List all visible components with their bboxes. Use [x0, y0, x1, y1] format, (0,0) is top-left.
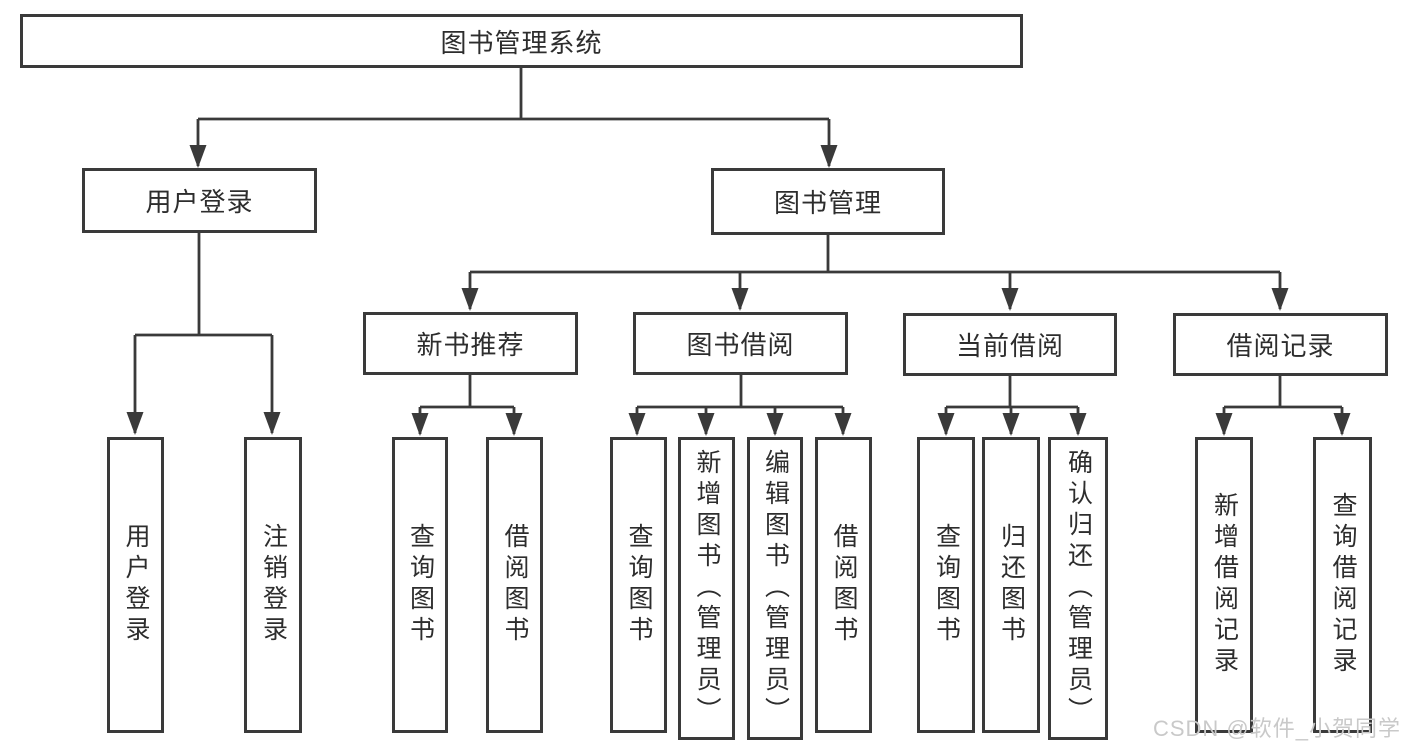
node-label: 图书管理系统 [440, 27, 603, 58]
node-label: 新书推荐 [416, 330, 525, 360]
node-current-confirm-return-admin: 确认归还（管理员） [1048, 437, 1108, 740]
node-recommend-query-books: 查询图书 [392, 437, 448, 733]
node-label: 查询图书 [932, 523, 961, 647]
node-borrowing-records: 借阅记录 [1173, 313, 1388, 376]
node-records-query-record: 查询借阅记录 [1313, 437, 1372, 733]
node-label: 借阅图书 [830, 523, 858, 647]
node-borrowing-edit-books-admin: 编辑图书（管理员） [747, 437, 803, 740]
node-label: 查询借阅记录 [1329, 492, 1357, 678]
node-borrowing-add-books-admin: 新增图书（管理员） [678, 437, 735, 740]
node-current-return-books: 归还图书 [982, 437, 1040, 733]
node-label: 归还图书 [997, 523, 1026, 647]
node-label: 用户登录 [145, 187, 254, 217]
node-label: 查询图书 [406, 523, 435, 647]
node-logout: 注销登录 [244, 437, 302, 733]
node-label: 当前借阅 [955, 331, 1064, 361]
node-records-add-record: 新增借阅记录 [1195, 437, 1253, 733]
node-label: 用户登录 [122, 523, 150, 647]
node-label: 编辑图书（管理员） [761, 449, 790, 728]
node-label: 借阅记录 [1226, 331, 1335, 361]
node-user-login-group: 用户登录 [82, 168, 317, 233]
node-current-borrowing: 当前借阅 [903, 313, 1117, 376]
node-label: 查询图书 [625, 523, 653, 647]
node-book-borrowing: 图书借阅 [633, 312, 848, 375]
node-book-management: 图书管理 [711, 168, 945, 235]
node-library-management-system: 图书管理系统 [20, 14, 1023, 68]
node-borrowing-borrow-books: 借阅图书 [815, 437, 872, 733]
node-label: 确认归还（管理员） [1064, 449, 1093, 728]
node-label: 新增借阅记录 [1210, 492, 1239, 678]
node-label: 图书借阅 [686, 330, 795, 360]
watermark: CSDN @软件_小贺同学 [1152, 716, 1401, 741]
node-user-login: 用户登录 [107, 437, 164, 733]
node-label: 借阅图书 [501, 523, 529, 647]
node-current-query-books: 查询图书 [917, 437, 975, 733]
node-new-book-recommend: 新书推荐 [363, 312, 578, 375]
node-label: 注销登录 [259, 523, 288, 647]
node-label: 新增图书（管理员） [693, 449, 721, 728]
node-recommend-borrow-books: 借阅图书 [486, 437, 543, 733]
node-borrowing-query-books: 查询图书 [610, 437, 667, 733]
node-label: 图书管理 [773, 188, 882, 218]
